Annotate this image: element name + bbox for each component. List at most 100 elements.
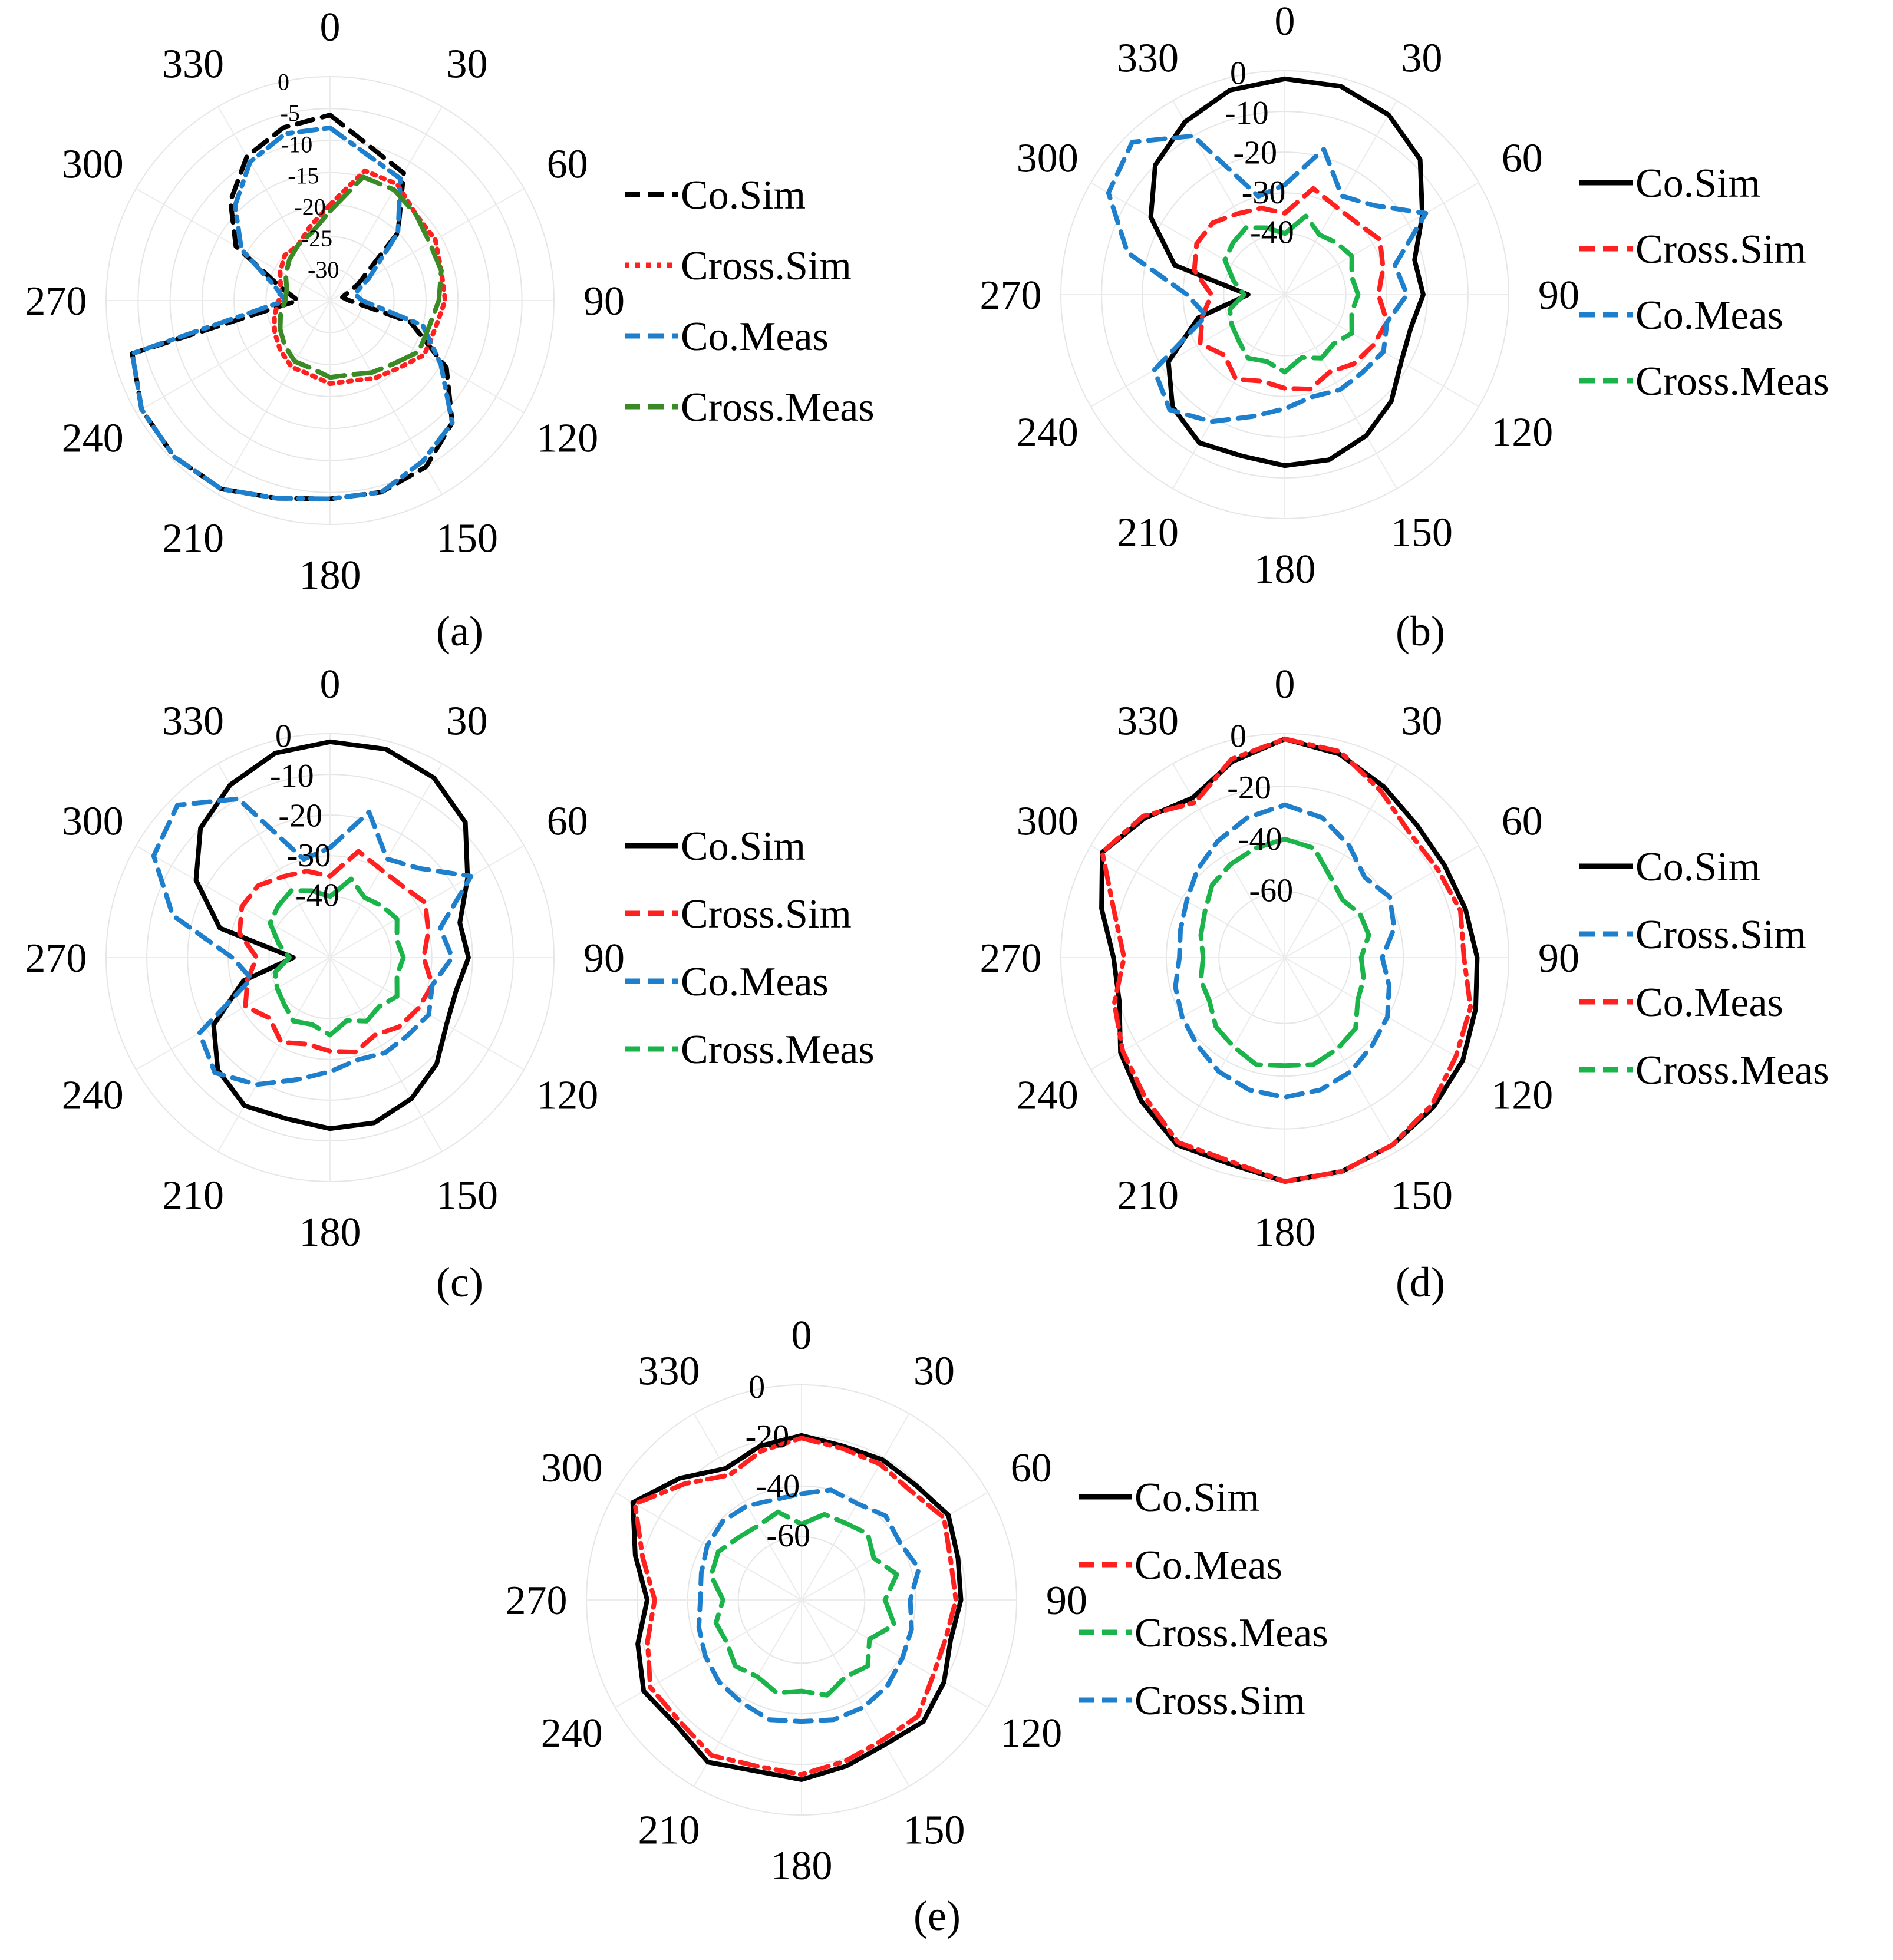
grid-spoke [693,1413,802,1601]
angle-tick-label: 0 [1275,662,1295,707]
radial-tick-label: -30 [308,256,339,283]
angle-tick-label: 210 [1117,1173,1179,1219]
legend-label: Co.Meas [681,314,829,359]
angle-tick-label: 240 [62,416,124,461]
polar-chart-b: 0-10-20-30-40030609012015018021024027030… [980,0,1829,655]
radial-tick-label: -5 [281,100,300,126]
angle-tick-label: 60 [1502,799,1543,844]
angle-tick-label: 210 [162,516,224,562]
radial-tick-label: 0 [1230,718,1246,754]
series-line-co-meas [151,796,474,1087]
legend-label: Co.Meas [681,959,829,1005]
angle-tick-label: 210 [638,1808,700,1853]
legend-label: Co.Meas [1635,293,1783,338]
radial-tick-label: -60 [1249,873,1293,909]
grid-spoke [801,1492,988,1601]
angle-tick-label: 180 [1254,547,1316,592]
polar-chart-c: 0-10-20-30-40030609012015018021024027030… [25,662,875,1306]
angle-tick-label: 240 [1017,410,1079,456]
angle-tick-label: 270 [506,1578,568,1624]
radial-tick-label: -20 [1227,770,1271,806]
angle-tick-label: 240 [1017,1073,1079,1118]
radial-tick-label: -20 [746,1418,790,1455]
angle-tick-label: 300 [62,142,124,187]
angle-tick-label: 150 [436,1173,498,1219]
angle-tick-label: 180 [299,553,361,598]
polar-chart-a: 0-5-10-15-20-25-300306090120150180210240… [25,5,875,655]
angle-tick-label: 270 [980,273,1042,318]
angle-tick-label: 90 [583,936,625,981]
angle-tick-label: 120 [1000,1711,1062,1756]
series-line-cross-meas [1198,836,1371,1068]
angle-tick-label: 180 [771,1843,833,1889]
angle-tick-label: 330 [162,698,224,744]
radial-tick-label: -20 [294,194,325,220]
radial-tick-label: 0 [278,68,289,95]
panel-caption: (d) [1396,1259,1445,1306]
angle-tick-label: 150 [436,516,498,562]
series-line-co-meas [1100,736,1473,1184]
grid-spoke [1172,100,1285,295]
grid-spoke [329,300,525,413]
radial-tick-label: 0 [748,1369,765,1405]
radial-tick-label: -40 [295,877,339,914]
angle-tick-label: 240 [541,1711,603,1756]
panel-caption: (b) [1396,608,1445,655]
angle-tick-label: 300 [1017,799,1079,844]
legend-label: Cross.Sim [1635,227,1806,272]
series-line-cross-meas [278,174,444,380]
angle-tick-label: 120 [1491,410,1553,456]
radial-tick-label: -40 [1250,215,1294,251]
legend-label: Cross.Sim [1135,1678,1305,1724]
radial-tick-label: -25 [301,225,332,252]
angle-tick-label: 30 [1401,698,1443,744]
grid-spoke [801,1599,988,1708]
angle-tick-label: 150 [903,1808,965,1853]
radial-tick-label: -20 [278,797,322,834]
angle-tick-label: 210 [1117,510,1179,556]
grid-spoke [1284,845,1479,958]
angle-tick-label: 30 [447,698,488,744]
radial-tick-label: -20 [1233,134,1277,171]
angle-tick-label: 120 [536,1073,598,1118]
angle-tick-label: 270 [25,279,87,324]
legend-label: Co.Sim [681,173,806,218]
angle-tick-label: 270 [980,936,1042,981]
radial-tick-label: -10 [1225,95,1269,131]
series-line-co-meas [632,1436,958,1777]
grid-spoke [217,300,331,495]
angle-tick-label: 30 [447,41,488,87]
grid-spoke [217,106,331,301]
legend-label: Co.Meas [1135,1543,1282,1588]
angle-tick-label: 300 [541,1446,603,1491]
angle-tick-label: 210 [162,1173,224,1219]
grid-spoke [1284,957,1397,1152]
series-line-cross-sim [272,168,448,387]
radial-tick-label: -30 [287,837,331,874]
legend-label: Cross.Sim [681,892,852,937]
grid-spoke [329,845,525,958]
angle-tick-label: 300 [62,799,124,844]
angle-tick-label: 120 [536,416,598,461]
angle-tick-label: 330 [638,1348,700,1394]
angle-tick-label: 330 [1117,698,1179,744]
angle-tick-label: 150 [1391,1173,1453,1219]
grid-spoke [217,763,331,958]
grid-spoke [1284,957,1479,1070]
angle-tick-label: 150 [1391,510,1453,556]
grid-spoke [801,1599,910,1787]
angle-tick-label: 120 [1491,1073,1553,1118]
radial-tick-label: -60 [766,1517,810,1554]
panel-caption: (a) [436,608,483,655]
angle-tick-label: 60 [1502,136,1543,182]
series-line-cross-sim [696,1487,922,1724]
polar-chart-d: 0-20-40-60030609012015018021024027030033… [980,662,1829,1306]
panel-caption: (c) [436,1259,483,1306]
grid-spoke [1172,294,1285,489]
angle-tick-label: 0 [320,662,341,707]
legend-label: Co.Meas [1635,980,1783,1025]
radial-tick-label: 0 [275,718,292,754]
angle-tick-label: 0 [320,5,341,50]
angle-tick-label: 90 [1538,936,1579,981]
